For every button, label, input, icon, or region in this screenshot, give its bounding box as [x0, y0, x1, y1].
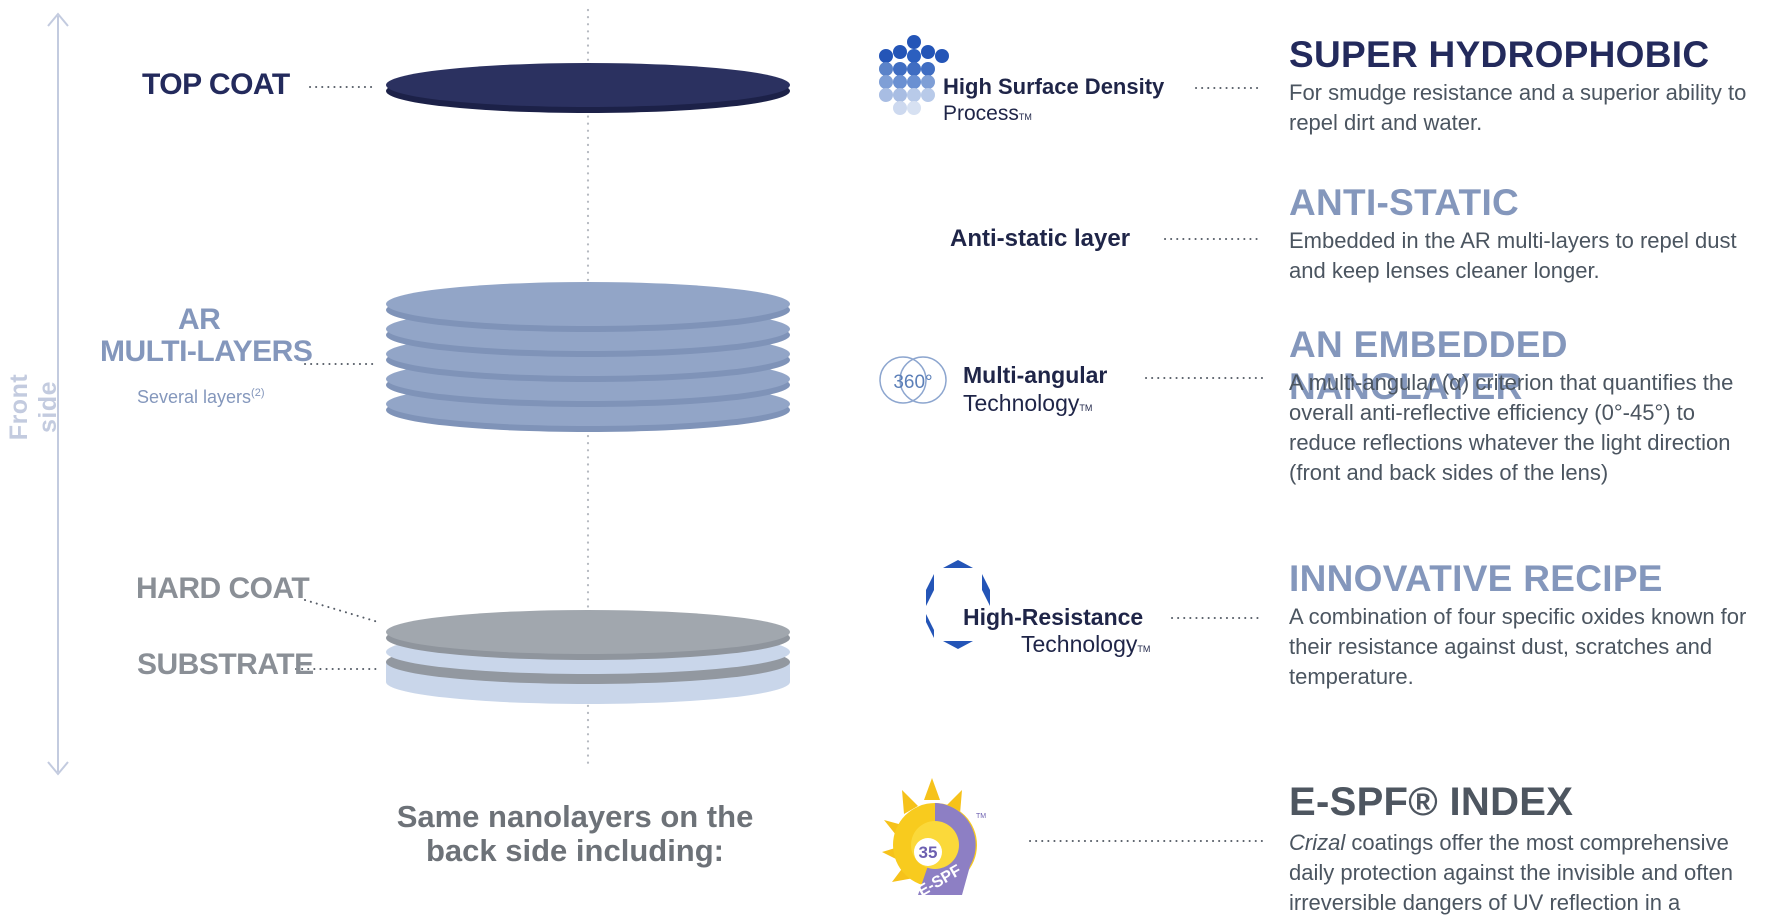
high-surface-density-icon	[879, 35, 949, 115]
several-layers-text: Several layers	[137, 387, 252, 407]
ar-multilayer-discs	[386, 282, 790, 432]
feature-text-nanolayer: A multi-angular (α) criterion that quant…	[1289, 370, 1734, 485]
hard-coat-substrate-discs	[386, 610, 790, 704]
hsd-title: High Surface Density	[943, 74, 1165, 99]
feature-text-espf: Crizal coatings offer the most comprehen…	[1289, 828, 1749, 918]
front-axis-arrow	[47, 12, 69, 776]
multi-angular-subtitle: TechnologyTM	[963, 390, 1092, 417]
feature-title-antistatic: ANTI-STATIC	[1289, 182, 1520, 223]
feature-text-hydrophobic: For smudge resistance and a superior abi…	[1289, 80, 1747, 135]
front-side-label: Front side	[5, 373, 62, 441]
360-degree-icon	[879, 356, 947, 404]
hard-coat-label: HARD COAT	[136, 572, 310, 605]
feature-title-hydrophobic: SUPER HYDROPHOBIC	[1289, 34, 1710, 75]
hr-technology-text: Technology	[1021, 631, 1138, 657]
layer-diagram: 360° 35 E-SPF TM	[47, 8, 1263, 895]
feature-title-recipe: INNOVATIVE RECIPE	[1289, 558, 1663, 599]
substrate-label: SUBSTRATE	[137, 648, 314, 681]
feature-title-espf: E-SPF® INDEX	[1289, 780, 1574, 824]
multi-layers-label: MULTI-LAYERS	[100, 335, 313, 368]
360-icon-text: 360°	[893, 372, 932, 393]
high-resistance-icon	[926, 560, 990, 649]
espf-description: coatings offer the most comprehensive da…	[1289, 830, 1733, 915]
espf-tm: TM	[976, 813, 986, 820]
espf-number: 35	[919, 843, 938, 862]
several-layers-note: Several layers(2)	[137, 387, 265, 408]
back-side-caption: Same nanolayers on the back side includi…	[396, 799, 754, 868]
tm-mark: TM	[1137, 644, 1151, 654]
feature-text-recipe: A combination of four specific oxides kn…	[1289, 604, 1747, 689]
brand-name: Crizal	[1289, 830, 1346, 855]
ar-label: AR	[178, 303, 221, 336]
hsd-process-text: Process	[943, 102, 1019, 125]
top-coat-disc	[386, 63, 790, 113]
tm-mark: TM	[1018, 112, 1032, 122]
footnote-ref: (2)	[251, 387, 265, 399]
high-resistance-subtitle: TechnologyTM	[1021, 631, 1150, 658]
hsd-subtitle: ProcessTM	[943, 102, 1032, 126]
multi-angular-title: Multi-angular	[963, 362, 1108, 388]
connector-hard-coat	[304, 599, 379, 623]
feature-text-antistatic: Embedded in the AR multi-layers to repel…	[1289, 228, 1737, 283]
tm-mark: TM	[1079, 403, 1093, 413]
top-coat-label: TOP COAT	[142, 68, 290, 101]
antistatic-layer-label: Anti-static layer	[950, 225, 1131, 252]
feature-title-nanolayer: AN EMBEDDED NANOLAYER	[1289, 324, 1568, 407]
high-resistance-title: High-Resistance	[963, 604, 1144, 630]
ma-technology-text: Technology	[963, 390, 1080, 416]
espf-sun-icon	[882, 778, 977, 895]
